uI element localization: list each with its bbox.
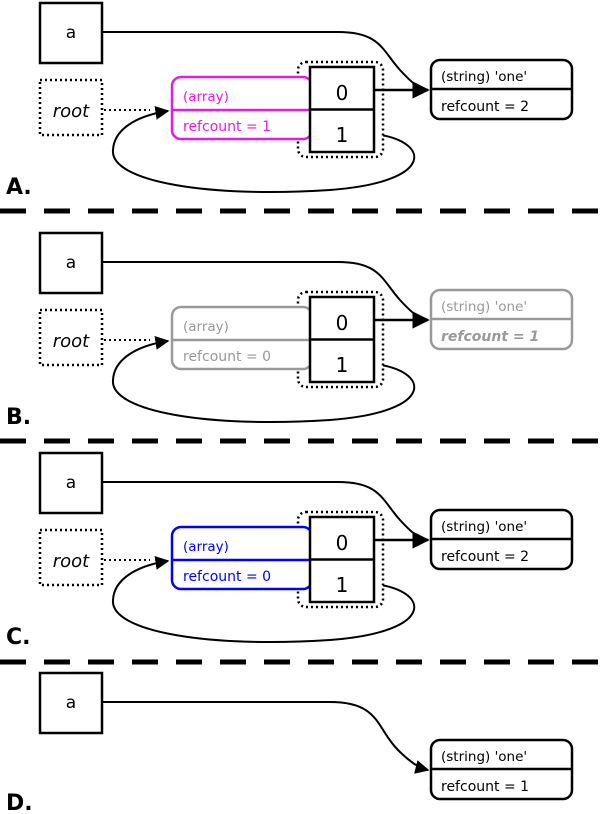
panel-c: a root (array) refcount = 0 0 1 (string)…: [6, 451, 574, 650]
cell-index-1: 1: [336, 573, 349, 597]
array-box: (array) refcount = 1: [170, 75, 314, 141]
string-type-label: (string) 'one': [441, 519, 527, 535]
variable-label: a: [66, 473, 76, 493]
string-type-label: (string) 'one': [441, 749, 527, 765]
cell-index-1: 1: [336, 353, 349, 377]
string-refcount-label: refcount = 1: [441, 329, 539, 345]
cells-box: 0 1: [308, 515, 376, 604]
root-label: root: [53, 101, 90, 122]
string-refcount-label: refcount = 2: [441, 99, 529, 115]
string-box: (string) 'one' refcount = 2: [429, 508, 574, 571]
cycle-back-arrow: [111, 335, 416, 424]
root-box: root: [38, 78, 104, 137]
string-type-label: (string) 'one': [441, 69, 527, 85]
root-label: root: [53, 551, 90, 572]
string-box: (string) 'one' refcount = 2: [429, 58, 574, 121]
cell-index-0: 0: [336, 531, 349, 555]
variable-box-a: a: [38, 451, 104, 515]
string-box: (string) 'one' refcount = 1: [429, 288, 574, 351]
array-refcount-label: refcount = 0: [183, 349, 271, 365]
array-type-label: (array): [183, 319, 229, 335]
array-type-label: (array): [183, 539, 229, 555]
variable-box-a: a: [38, 1, 104, 65]
array-refcount-label: refcount = 1: [183, 119, 271, 135]
array-box: (array) refcount = 0: [170, 305, 314, 371]
string-type-label: (string) 'one': [441, 299, 527, 315]
root-label: root: [53, 331, 90, 352]
panel-letter-c: C.: [6, 625, 31, 650]
variable-label: a: [66, 253, 76, 273]
cells-box: 0 1: [308, 65, 376, 154]
variable-box-a: a: [38, 231, 104, 295]
a-to-string-arrow: [103, 701, 430, 774]
panel-letter-d: D.: [6, 791, 33, 814]
cell-index-1: 1: [336, 123, 349, 147]
array-type-label: (array): [183, 89, 229, 105]
string-refcount-label: refcount = 1: [441, 779, 529, 795]
array-box: (array) refcount = 0: [170, 525, 314, 591]
array-refcount-label: refcount = 0: [183, 569, 271, 585]
variable-label: a: [66, 693, 76, 713]
root-box: root: [38, 528, 104, 587]
variable-label: a: [66, 23, 76, 43]
panel-d: a (string) 'one' refcount = 1 D.: [6, 671, 574, 814]
string-box: (string) 'one' refcount = 1: [429, 738, 574, 801]
cells-box: 0 1: [308, 295, 376, 384]
panel-a: a root (array) refcount = 1 0 1: [6, 1, 574, 200]
cell-index-0: 0: [336, 311, 349, 335]
panel-b: a root (array) refcount = 0 0 1 (string)…: [6, 231, 574, 430]
string-refcount-label: refcount = 2: [441, 549, 529, 565]
variable-box-a: a: [38, 671, 104, 735]
panel-letter-a: A.: [6, 175, 32, 200]
panel-letter-b: B.: [6, 405, 31, 430]
root-box: root: [38, 308, 104, 367]
cycle-back-arrow: [111, 555, 416, 644]
cycle-back-arrow: [111, 105, 416, 194]
cell-index-0: 0: [336, 81, 349, 105]
